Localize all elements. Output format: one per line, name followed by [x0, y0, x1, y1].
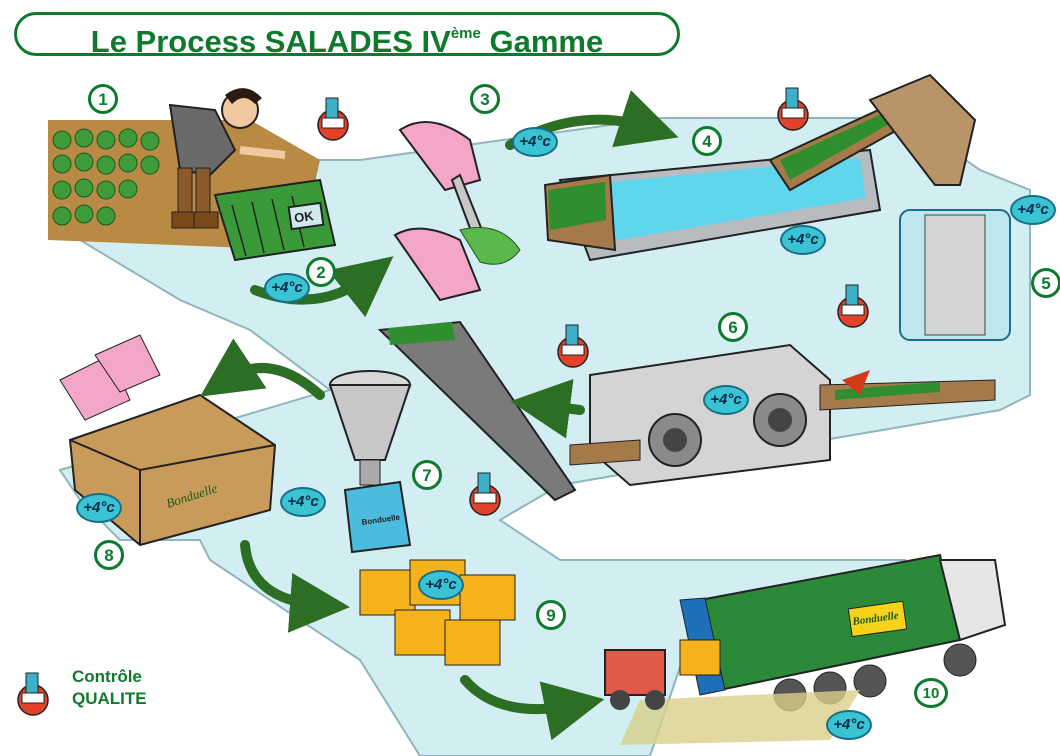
microscope-icon	[837, 284, 869, 328]
microscope-icon	[17, 672, 49, 716]
forklift-icon	[604, 639, 721, 710]
step-number-7: 7	[412, 460, 442, 490]
microscope-icon	[557, 324, 589, 368]
title-banner: Le Process SALADES IVème Gamme	[14, 12, 680, 59]
cooling-tunnel	[569, 343, 996, 487]
step-number-2: 2	[306, 257, 336, 287]
arrow-icon	[200, 338, 325, 400]
cutting-hands	[393, 121, 521, 302]
temperature-badge: +4°c	[264, 273, 310, 303]
temperature-badge: +4°c	[1010, 195, 1056, 225]
temperature-badge: +4°c	[280, 487, 326, 517]
step-number-8: 8	[94, 540, 124, 570]
step-number-1: 1	[88, 84, 118, 114]
microscope-icon	[469, 472, 501, 516]
arrow-icon	[240, 540, 350, 633]
inclined-conveyor	[377, 320, 577, 502]
legend-line-2: QUALITE	[72, 689, 147, 708]
temperature-badge: +4°c	[826, 710, 872, 740]
temperature-badge: +4°c	[703, 385, 749, 415]
step-number-9: 9	[536, 600, 566, 630]
temperature-badge: +4°c	[76, 493, 122, 523]
arrow-icon	[510, 378, 585, 439]
microscope-icon	[777, 87, 809, 131]
wash-tank	[543, 98, 917, 262]
temperature-badge: +4°c	[780, 225, 826, 255]
page-title: Le Process SALADES IVème Gamme	[90, 24, 604, 59]
step-number-4: 4	[692, 126, 722, 156]
legend: Contrôle QUALITE	[72, 666, 147, 710]
microscope-icon	[317, 97, 349, 141]
step-number-10: 10	[914, 678, 948, 708]
legend-line-1: Contrôle	[72, 667, 142, 686]
temperature-badge: +4°c	[418, 570, 464, 600]
filling-funnel	[328, 370, 412, 554]
arrow-icon	[460, 675, 605, 741]
step-number-6: 6	[718, 312, 748, 342]
crate-ok-label: OK	[293, 208, 315, 226]
hopper-spin-dryer	[868, 73, 1011, 341]
farmer-illustration	[168, 88, 286, 229]
temperature-badge: +4°c	[512, 127, 558, 157]
step-number-3: 3	[470, 84, 500, 114]
step-number-5: 5	[1031, 268, 1060, 298]
harvest-crate	[213, 178, 337, 262]
